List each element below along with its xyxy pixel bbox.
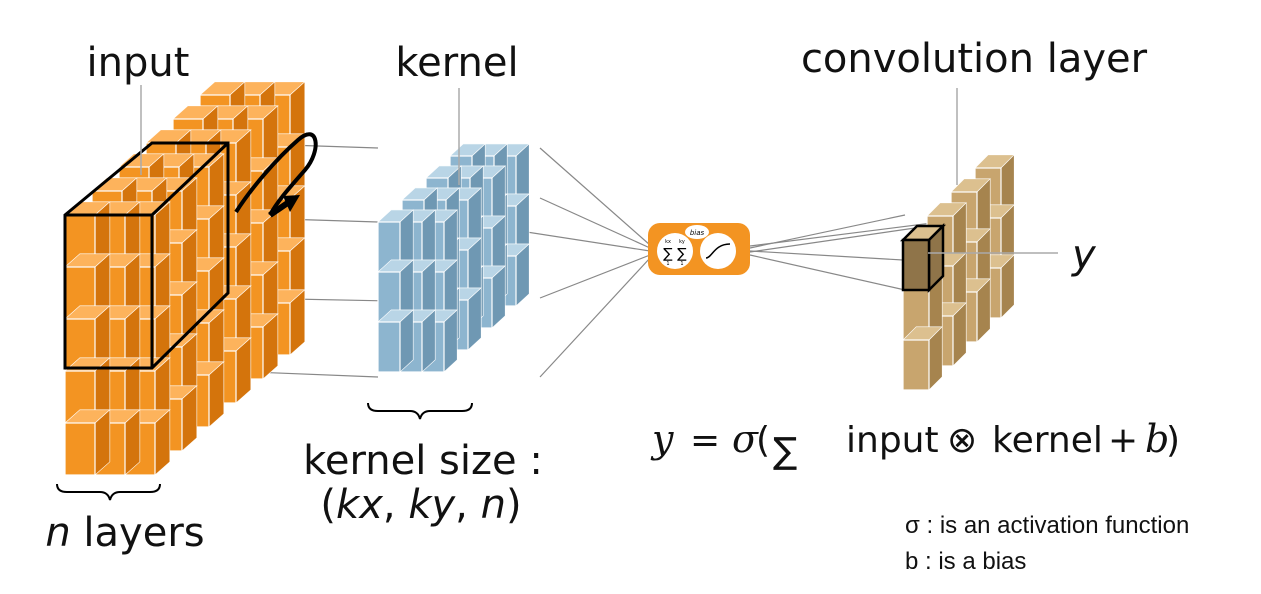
output-cell-highlight xyxy=(899,222,947,294)
connection-line xyxy=(539,197,651,249)
convolution-layer-tensor xyxy=(899,154,1015,391)
kernel-cell xyxy=(377,209,414,273)
n-layers-label: n layers xyxy=(45,510,204,556)
convolution-layer-label: convolution layer xyxy=(801,36,1148,82)
formula-open-paren: ( xyxy=(756,420,770,461)
formula-kernel: kernel xyxy=(992,420,1103,461)
kernel-size-tuple: (kx, ky, n) xyxy=(320,482,521,528)
bias-bubble xyxy=(685,225,709,239)
kernel-size-title: kernel size : xyxy=(303,438,543,484)
output-y-label: y xyxy=(1071,232,1097,278)
sum-icon xyxy=(657,233,693,269)
connection-line xyxy=(539,147,651,246)
formula-otimes: ⊗ xyxy=(947,420,977,461)
formula-close-paren: ) xyxy=(1166,420,1180,461)
layers-brace xyxy=(56,483,161,501)
connection-line xyxy=(749,227,916,253)
input-cell xyxy=(64,409,111,476)
sigma-note: σ : is an activation function xyxy=(905,512,1189,539)
sum-upper-kx: kx xyxy=(665,239,671,245)
kernel-size-brace xyxy=(367,402,473,420)
kernel-cell xyxy=(377,309,414,373)
formula-plus: + xyxy=(1108,420,1138,461)
slide-arrow-icon xyxy=(234,132,318,218)
input-label: input xyxy=(87,40,190,86)
sum-symbol-j: ∑ xyxy=(677,246,687,262)
formula-sigma: σ xyxy=(732,417,759,461)
formula-b: b xyxy=(1145,417,1169,461)
activation-icon xyxy=(700,233,736,269)
connection-line xyxy=(749,250,904,261)
input-tensor xyxy=(64,81,306,476)
input-cell xyxy=(64,305,111,372)
formula-eq: = xyxy=(690,420,720,461)
connection-line xyxy=(539,257,651,378)
kernel-label: kernel xyxy=(395,40,518,86)
kernel-tensor xyxy=(377,143,530,373)
connection-line xyxy=(539,254,651,299)
convolution-formula: y = σ ( ∑ input ⊗ kernel + b ) xyxy=(650,417,1180,472)
bias-note: b : is a bias xyxy=(905,548,1026,575)
sigmoid-curve-icon xyxy=(705,243,731,259)
formula-sum: ∑ xyxy=(773,431,797,472)
sum-symbol-i: ∑ xyxy=(663,246,673,262)
connection-lines xyxy=(151,142,941,378)
sum-lower-i: 1 xyxy=(666,261,669,267)
connection-line xyxy=(749,221,941,247)
sum-lower-j: 1 xyxy=(680,261,683,267)
formula-lhs: y xyxy=(650,417,674,461)
kernel-window-on-input xyxy=(63,141,230,370)
conv-cell xyxy=(902,326,943,391)
connection-line xyxy=(749,254,906,291)
formula-input: input xyxy=(846,420,939,461)
bias-label: bias xyxy=(690,229,705,237)
neuron-unit: bias ∑ ∑ kx ky 1 1 xyxy=(648,223,750,275)
input-cell xyxy=(64,357,111,424)
sum-upper-ky: ky xyxy=(679,239,685,245)
